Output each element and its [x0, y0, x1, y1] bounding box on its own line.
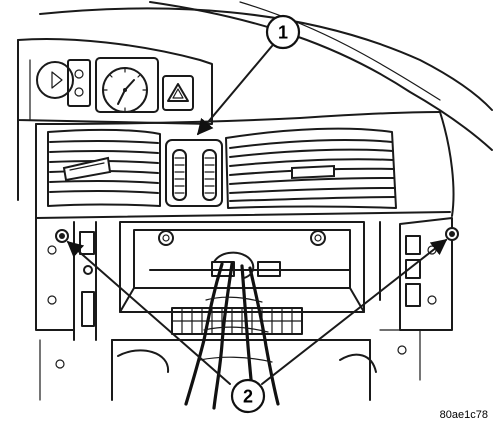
center-vent-left: [172, 149, 187, 201]
right-side-panel: [379, 217, 459, 381]
callout-2-leaders: [66, 239, 448, 385]
callout-2-leader-left: [66, 240, 231, 385]
left-side-panel: [35, 217, 95, 401]
left-air-vent: [47, 128, 161, 207]
callout-2: 2: [230, 378, 266, 414]
center-slot-vents: [165, 139, 223, 207]
analog-clock: [95, 57, 159, 113]
callout-2-leader-right: [261, 239, 448, 385]
lower-center-panel: [73, 221, 377, 401]
callout-1: 1: [265, 14, 301, 50]
left-mounting-screw: [55, 229, 69, 243]
instrument-cluster: [17, 38, 213, 201]
center-vent-right: [202, 149, 217, 201]
left-gauge: [36, 61, 74, 99]
callout-1-leader: [196, 45, 273, 136]
hazard-triangle-icon: [167, 83, 189, 102]
callout-1-label: 1: [278, 23, 288, 43]
hazard-button: [162, 75, 194, 111]
callout-2-label: 2: [243, 387, 253, 407]
vent-bezel: [35, 111, 455, 219]
right-mounting-screw: [445, 227, 459, 241]
right-air-vent: [225, 127, 397, 209]
windshield-edge: [39, 1, 493, 151]
image-code: 80ae1c78: [440, 409, 488, 421]
